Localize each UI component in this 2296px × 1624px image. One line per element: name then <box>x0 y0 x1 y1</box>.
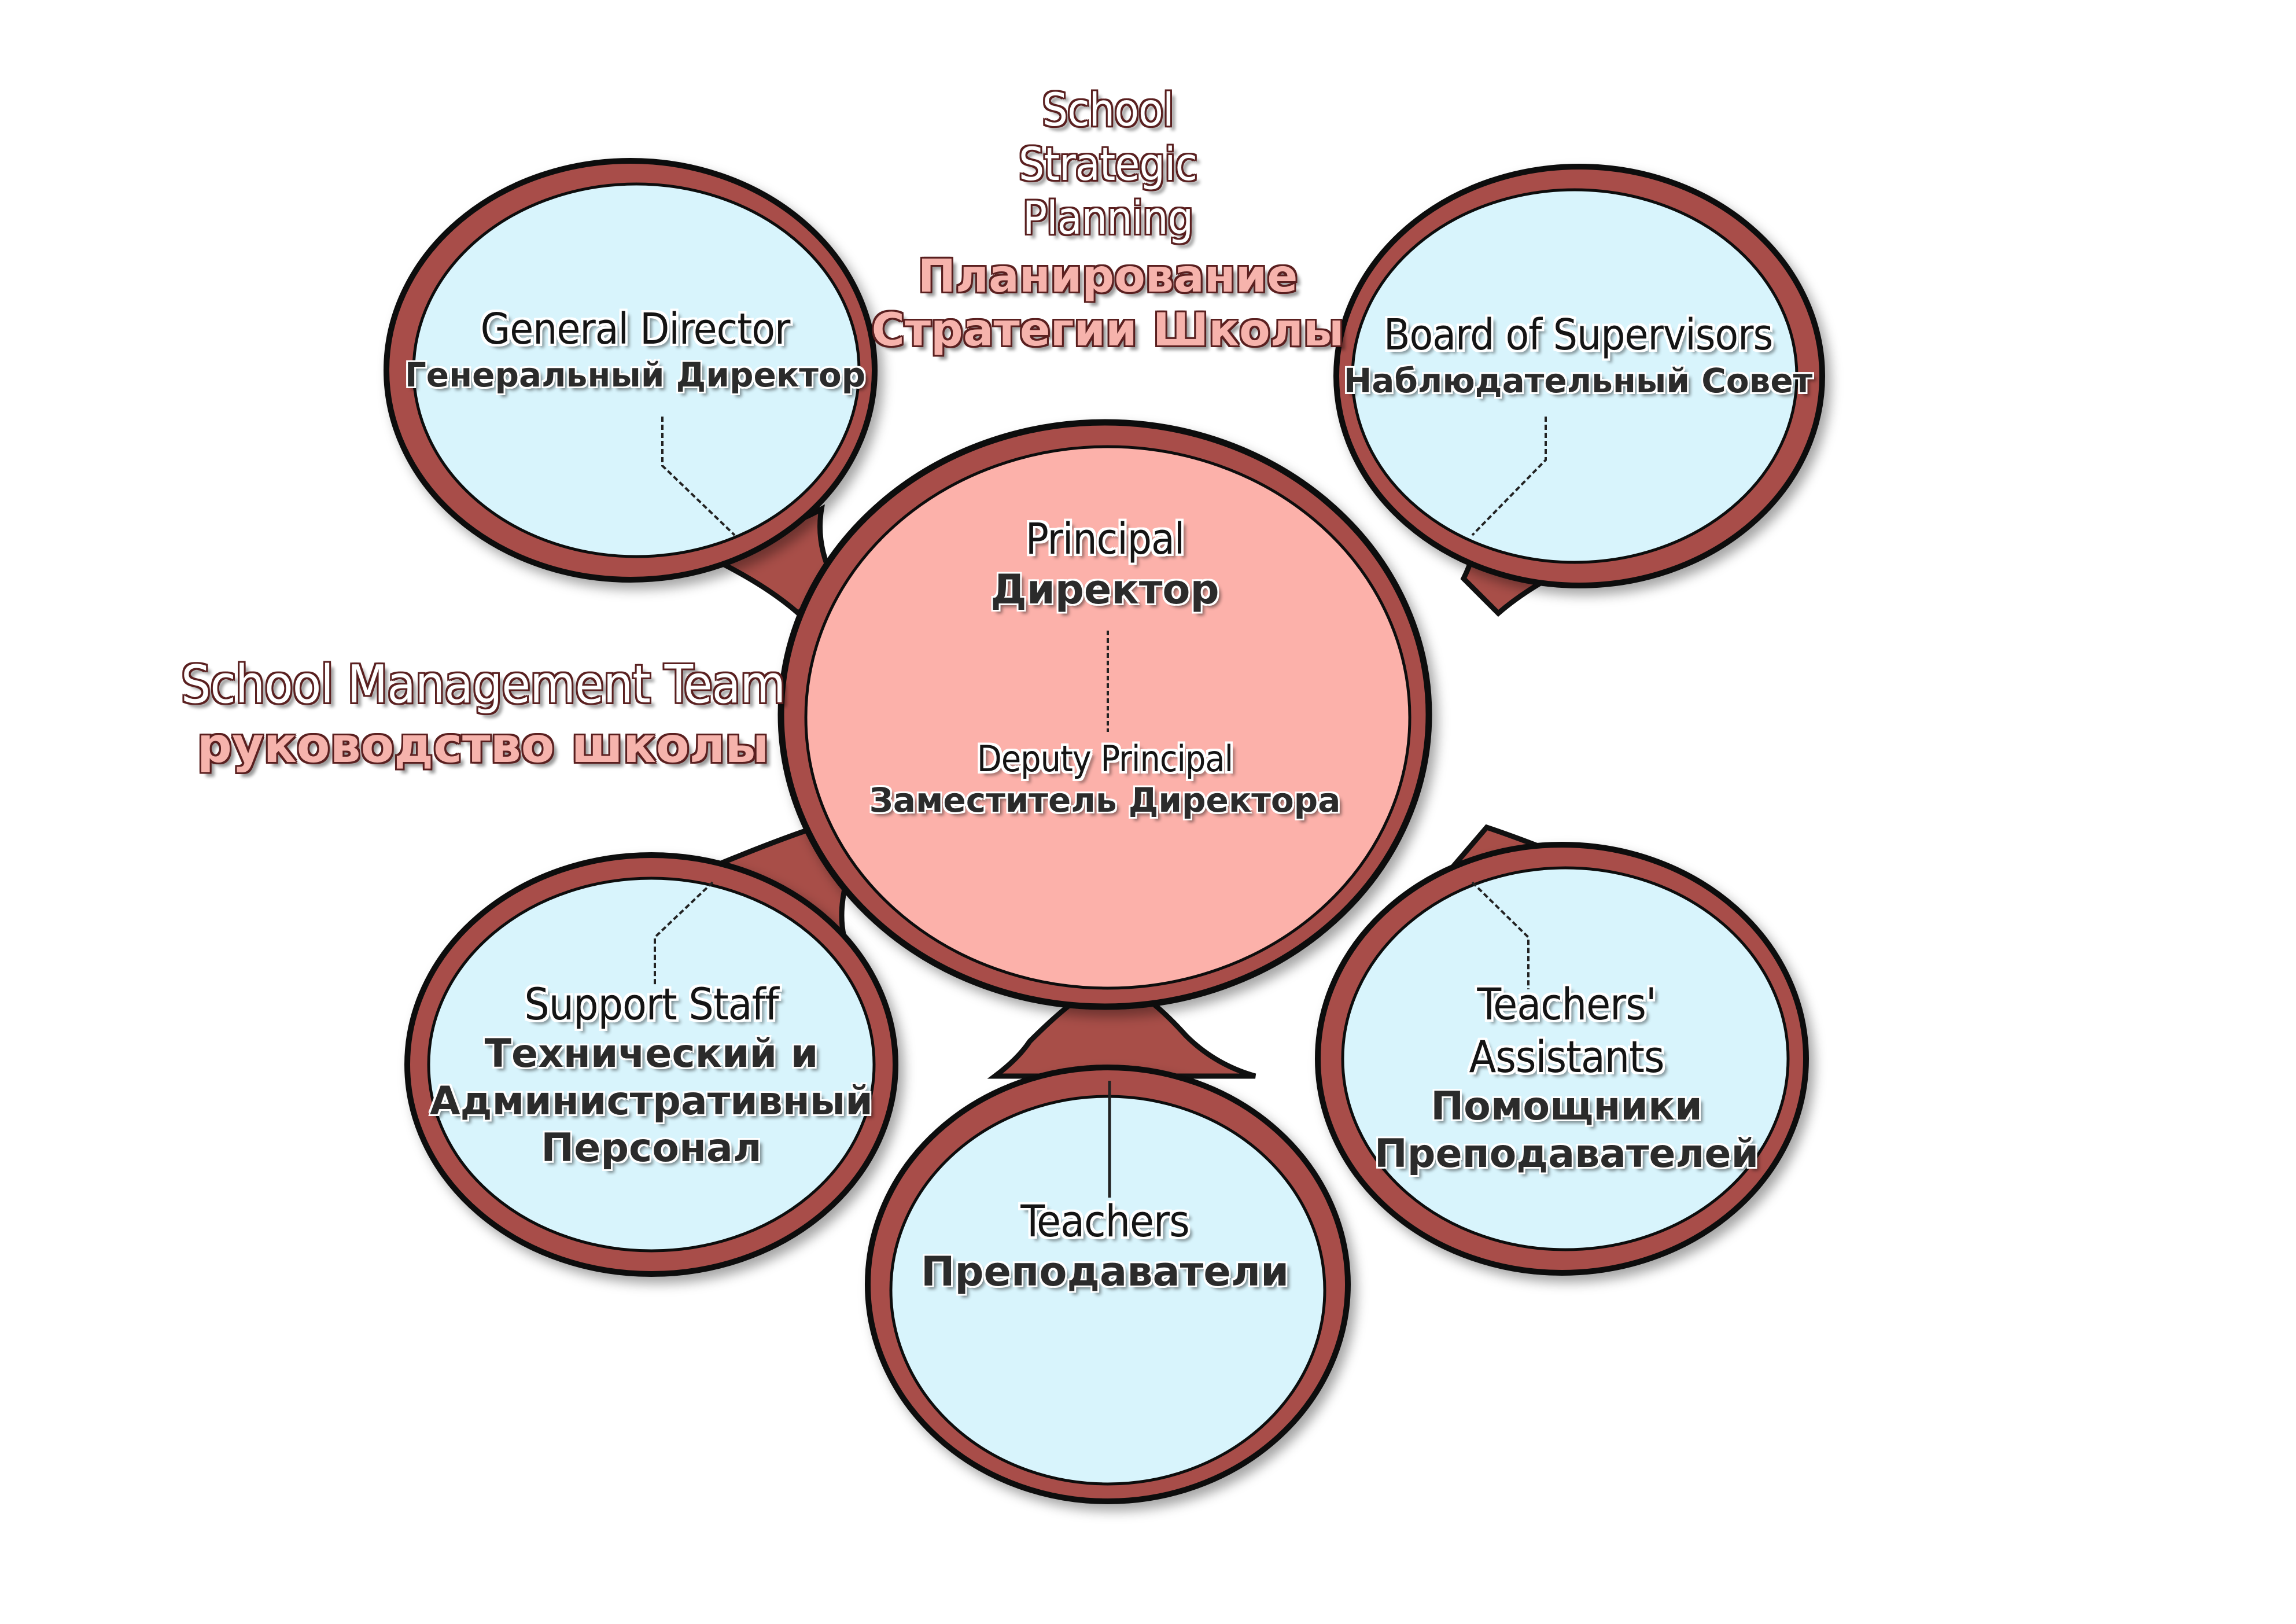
deputy-en: Deputy Principal <box>976 738 1233 780</box>
strategic-planning-heading: School Strategic Planning Планирование С… <box>872 84 1344 358</box>
board-node <box>1333 164 1825 588</box>
support-staff-ru-line2: Административный <box>430 1078 873 1124</box>
strategic-planning-ru-line2: Стратегии Школы <box>871 304 1344 357</box>
general-director-ru: Генеральный Директор <box>404 355 866 395</box>
board-pointer <box>1471 417 1547 536</box>
strategic-planning-en-line3: Planning <box>1022 193 1193 245</box>
teachers-ru: Преподаватели <box>920 1248 1289 1296</box>
principal-ru: Директор <box>990 565 1219 613</box>
assistants-en-line2: Assistants <box>1469 1031 1664 1083</box>
board-ru: Наблюдательный Совет <box>1343 360 1813 400</box>
support-staff-node <box>404 852 898 1277</box>
assistants-en-line1: Teachers' <box>1477 978 1656 1030</box>
general-director-node <box>384 158 878 583</box>
deputy-ru: Заместитель Директора <box>869 780 1341 820</box>
principal-label: Principal Директор <box>990 514 1219 614</box>
board-label: Board of Supervisors Наблюдательный Сове… <box>1344 310 1813 401</box>
principal-en: Principal <box>1025 514 1185 564</box>
management-team-en: School Management Team <box>180 654 786 715</box>
board-en: Board of Supervisors <box>1383 310 1773 360</box>
support-staff-pointer <box>654 881 714 986</box>
general-director-pointer <box>661 417 736 536</box>
general-director-label: General Director Генеральный Директор <box>405 304 865 395</box>
assistants-ru-line1: Помощники <box>1431 1084 1702 1130</box>
assistants-ru-line2: Преподавателей <box>1374 1130 1759 1177</box>
assistants-pointer <box>1471 881 1530 989</box>
support-staff-en: Support Staff <box>524 978 779 1030</box>
teachers-node <box>865 1065 1351 1504</box>
teachers-label: Teachers Преподаватели <box>921 1195 1289 1296</box>
strategic-planning-en-line1: School <box>1042 84 1174 137</box>
assistants-node <box>1315 842 1809 1276</box>
support-staff-label: Support Staff Технический и Администрати… <box>430 978 873 1172</box>
principal-node <box>777 419 1432 1010</box>
management-team-heading: School Management Team руководство школы <box>180 654 786 775</box>
support-staff-ru-line3: Персонал <box>541 1125 762 1172</box>
assistants-label: Teachers' Assistants Помощники Преподава… <box>1374 978 1759 1178</box>
general-director-en: General Director <box>480 304 791 354</box>
teachers-en: Teachers <box>1020 1195 1190 1247</box>
deputy-label: Deputy Principal Заместитель Директора <box>869 738 1341 821</box>
support-staff-ru-line1: Технический и <box>484 1031 819 1077</box>
strategic-planning-en-line2: Strategic <box>1018 138 1197 191</box>
management-team-ru: руководство школы <box>197 717 769 774</box>
strategic-planning-ru-line1: Планирование <box>917 250 1298 303</box>
